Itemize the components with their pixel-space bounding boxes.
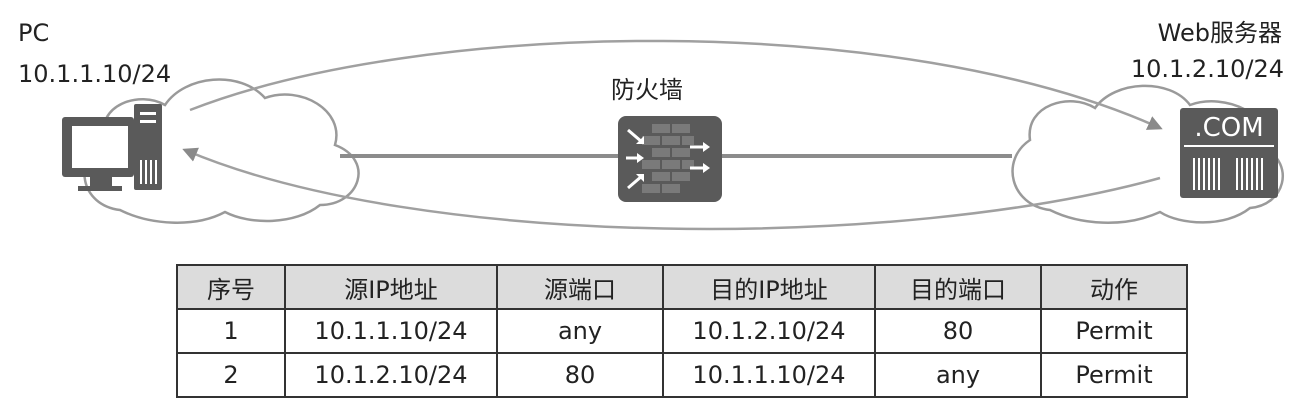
server-label: Web服务器 (1157, 19, 1282, 47)
cell-seq: 1 (176, 308, 286, 354)
firewall-rules-table: 序号 源IP地址 源端口 目的IP地址 目的端口 动作 1 10.1.1.10/… (176, 264, 1188, 398)
cell-src-ip: 10.1.1.10/24 (284, 308, 498, 354)
cell-src-port: 80 (496, 352, 664, 398)
header-seq: 序号 (176, 264, 286, 310)
cell-action: Permit (1040, 308, 1188, 354)
server-badge-text: .COM (1194, 113, 1264, 143)
cell-src-port: any (496, 308, 664, 354)
table-header-row: 序号 源IP地址 源端口 目的IP地址 目的端口 动作 (176, 264, 1188, 310)
pc-label: PC (18, 19, 50, 47)
header-src-ip: 源IP地址 (284, 264, 498, 310)
firewall-label: 防火墙 (611, 76, 683, 104)
firewall-icon (618, 116, 722, 202)
request-flow-arrow (189, 39, 1163, 130)
header-dst-port: 目的端口 (874, 264, 1042, 310)
network-diagram: PC 10.1.1.10/24 防火墙 Web服务器 10.1.2.10/24 … (18, 19, 1284, 231)
header-src-port: 源端口 (496, 264, 664, 310)
pc-icon (62, 104, 162, 191)
cell-action: Permit (1040, 352, 1188, 398)
response-flow-arrow (182, 147, 1161, 231)
cell-dst-ip: 10.1.1.10/24 (662, 352, 876, 398)
table-row: 2 10.1.2.10/24 80 10.1.1.10/24 any Permi… (176, 352, 1188, 398)
table-row: 1 10.1.1.10/24 any 10.1.2.10/24 80 Permi… (176, 308, 1188, 354)
header-action: 动作 (1040, 264, 1188, 310)
cell-dst-port: 80 (874, 308, 1042, 354)
diagram-canvas (62, 39, 1284, 231)
pc-ip-label: 10.1.1.10/24 (18, 60, 172, 88)
header-dst-ip: 目的IP地址 (662, 264, 876, 310)
cell-src-ip: 10.1.2.10/24 (284, 352, 498, 398)
cell-dst-ip: 10.1.2.10/24 (662, 308, 876, 354)
server-icon (1180, 108, 1278, 198)
cell-dst-port: any (874, 352, 1042, 398)
server-ip-label: 10.1.2.10/24 (1130, 55, 1284, 83)
cell-seq: 2 (176, 352, 286, 398)
